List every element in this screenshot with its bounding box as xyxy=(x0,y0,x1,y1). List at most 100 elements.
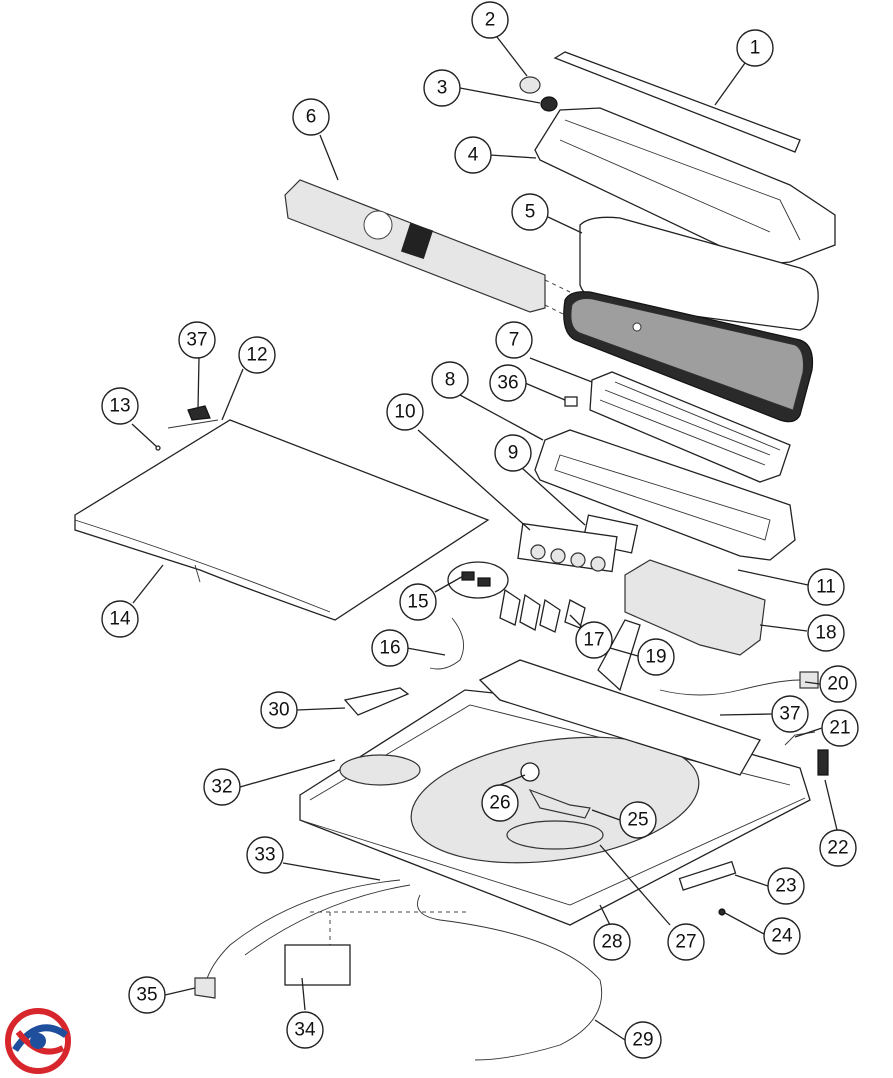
callout-35: 35 xyxy=(128,976,166,1014)
callout-34: 34 xyxy=(286,1011,324,1049)
svg-text:37: 37 xyxy=(779,704,800,725)
svg-text:5: 5 xyxy=(525,202,536,223)
callout-33: 33 xyxy=(246,836,284,874)
svg-text:13: 13 xyxy=(109,396,130,417)
part-37-hinge-top xyxy=(187,405,211,421)
callout-4: 4 xyxy=(454,136,492,174)
callout-28: 28 xyxy=(593,923,631,961)
part-23-hinge xyxy=(678,860,737,891)
svg-text:35: 35 xyxy=(136,985,157,1006)
part-17-hoses xyxy=(499,588,586,633)
svg-text:18: 18 xyxy=(815,623,836,644)
part-25-hose xyxy=(528,788,591,819)
svg-text:32: 32 xyxy=(211,777,232,798)
svg-text:9: 9 xyxy=(508,443,519,464)
svg-text:21: 21 xyxy=(829,718,850,739)
svg-text:4: 4 xyxy=(468,145,479,166)
callout-12: 12 xyxy=(238,336,276,374)
part-2-knob xyxy=(519,76,541,94)
callout-36: 36 xyxy=(489,364,527,402)
callout-11: 11 xyxy=(807,568,845,606)
callout-7: 7 xyxy=(495,321,533,359)
part-10-water-valve xyxy=(517,522,618,573)
svg-text:16: 16 xyxy=(379,638,400,659)
part-24-screw xyxy=(718,908,726,916)
callout-8: 8 xyxy=(431,361,469,399)
callout-16: 16 xyxy=(371,629,409,667)
callout-24: 24 xyxy=(763,917,801,955)
part-36-clip xyxy=(564,396,578,407)
callout-1: 1 xyxy=(736,29,774,67)
svg-text:2: 2 xyxy=(485,10,496,31)
part-26-cap xyxy=(520,762,540,782)
svg-text:15: 15 xyxy=(407,592,428,613)
svg-text:28: 28 xyxy=(601,932,622,953)
svg-text:19: 19 xyxy=(645,647,666,668)
callout-27: 27 xyxy=(667,923,705,961)
svg-text:36: 36 xyxy=(497,373,518,394)
callout-9: 9 xyxy=(494,434,532,472)
part-30-handle xyxy=(343,687,410,716)
svg-text:14: 14 xyxy=(109,609,131,630)
callout-23: 23 xyxy=(767,867,805,905)
svg-text:10: 10 xyxy=(394,402,415,423)
callout-25: 25 xyxy=(619,801,657,839)
callout-21: 21 xyxy=(821,709,859,747)
svg-text:3: 3 xyxy=(437,78,448,99)
company-logo-icon xyxy=(5,1008,71,1074)
part-7-control-board xyxy=(589,371,791,483)
part-35-elbow xyxy=(194,977,216,999)
callout-30: 30 xyxy=(260,691,298,729)
callout-15: 15 xyxy=(399,583,437,621)
svg-text:26: 26 xyxy=(489,793,510,814)
part-29-drain-hose xyxy=(417,894,603,1061)
svg-text:24: 24 xyxy=(771,926,793,947)
svg-text:25: 25 xyxy=(627,810,648,831)
callout-19: 19 xyxy=(637,638,675,676)
svg-text:6: 6 xyxy=(306,107,317,128)
callout-14: 14 xyxy=(101,600,139,638)
callout-6: 6 xyxy=(292,98,330,136)
callout-32: 32 xyxy=(203,768,241,806)
part-22-bracket xyxy=(817,749,829,776)
parts-illustration xyxy=(74,51,836,1061)
part-19-plate xyxy=(597,619,641,692)
svg-text:7: 7 xyxy=(509,330,520,351)
part-33-hoses xyxy=(204,879,401,986)
callout-37-top: 37 xyxy=(178,321,216,359)
svg-text:33: 33 xyxy=(254,845,275,866)
part-32-dispenser xyxy=(339,754,421,786)
callout-10: 10 xyxy=(386,393,424,431)
callout-37-right: 37 xyxy=(771,695,809,733)
callout-3: 3 xyxy=(423,69,461,107)
part-12-rod xyxy=(167,419,219,429)
svg-text:12: 12 xyxy=(246,345,267,366)
part-18-module xyxy=(624,559,766,656)
part-1-trim xyxy=(553,51,801,153)
svg-text:27: 27 xyxy=(675,932,696,953)
part-21-wire xyxy=(784,731,816,746)
part-34-pump xyxy=(284,944,351,986)
svg-text:37: 37 xyxy=(186,330,207,351)
svg-text:29: 29 xyxy=(632,1030,653,1051)
part-3-knob-insert xyxy=(540,96,558,112)
svg-text:17: 17 xyxy=(583,630,604,651)
svg-text:30: 30 xyxy=(268,700,289,721)
callout-5: 5 xyxy=(511,193,549,231)
callout-13: 13 xyxy=(101,387,139,425)
callout-18: 18 xyxy=(807,614,845,652)
svg-text:1: 1 xyxy=(750,38,761,59)
leader-lines xyxy=(131,36,838,1041)
callouts: 1 2 3 4 5 6 7 8 9 10 11 12 13 14 15 16 1… xyxy=(101,1,859,1059)
svg-text:11: 11 xyxy=(816,577,836,598)
part-4-console xyxy=(534,107,836,266)
callout-17: 17 xyxy=(575,621,613,659)
callout-20: 20 xyxy=(819,665,857,703)
part-20-power-cord xyxy=(659,679,801,696)
svg-text:22: 22 xyxy=(827,838,848,859)
svg-text:34: 34 xyxy=(294,1020,316,1041)
part-27-dispenser xyxy=(506,820,604,850)
callout-29: 29 xyxy=(624,1021,662,1059)
svg-text:23: 23 xyxy=(775,876,796,897)
